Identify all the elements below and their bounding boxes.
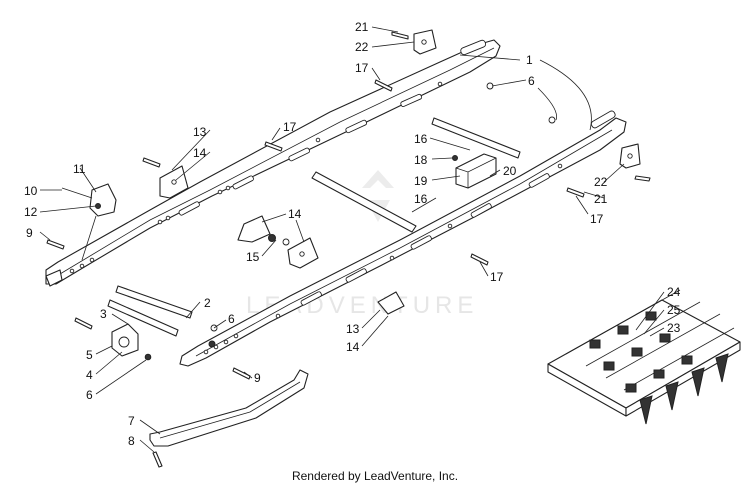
callout-14: 14 xyxy=(288,207,302,221)
callout-labels: 21 22 1 17 6 13 14 17 16 18 19 20 11 10 … xyxy=(24,20,681,448)
bumper-block xyxy=(452,153,497,189)
track-section xyxy=(547,289,741,425)
rail-upper xyxy=(45,39,501,287)
callout-11: 11 xyxy=(73,162,86,176)
watermark: LEADVENTURE xyxy=(246,170,473,319)
slide-rail xyxy=(149,369,309,447)
callout-22: 22 xyxy=(355,40,369,54)
callout-7: 7 xyxy=(128,414,135,428)
rail-lower-slots xyxy=(300,173,550,306)
leader-lines xyxy=(39,26,665,453)
callout-3: 3 xyxy=(100,307,107,321)
callout-21: 21 xyxy=(355,20,369,34)
callout-18: 18 xyxy=(414,153,428,167)
callout-2: 2 xyxy=(204,296,211,310)
callout-12: 12 xyxy=(24,205,38,219)
callout-1: 1 xyxy=(526,53,533,67)
callout-13: 13 xyxy=(193,125,207,139)
footer-credit: Rendered by LeadVenture, Inc. xyxy=(291,469,459,483)
callout-22: 22 xyxy=(594,175,608,189)
callout-17: 17 xyxy=(283,120,297,134)
track-lugs xyxy=(639,353,729,425)
callout-24: 24 xyxy=(667,285,681,299)
rail-lower xyxy=(179,110,627,367)
callout-21: 21 xyxy=(594,192,608,206)
callout-16: 16 xyxy=(414,132,428,146)
spacer-parts xyxy=(111,323,218,361)
callout-15: 15 xyxy=(246,250,260,264)
cross-shafts xyxy=(107,117,521,337)
callout-17: 17 xyxy=(355,61,369,75)
callout-4: 4 xyxy=(86,368,93,382)
callout-6: 6 xyxy=(86,388,93,402)
callout-19: 19 xyxy=(414,174,428,188)
callout-6: 6 xyxy=(228,312,235,326)
callout-6: 6 xyxy=(528,74,535,88)
rail-lower-holes xyxy=(203,163,563,355)
callout-10: 10 xyxy=(24,184,38,198)
callout-23: 23 xyxy=(667,321,681,335)
callout-25: 25 xyxy=(667,303,681,317)
callout-14: 14 xyxy=(193,146,207,160)
end-brackets xyxy=(413,29,641,169)
callout-17: 17 xyxy=(590,212,604,226)
callout-9: 9 xyxy=(26,226,33,240)
bolts xyxy=(46,31,651,468)
callout-14: 14 xyxy=(346,340,360,354)
callout-8: 8 xyxy=(128,434,135,448)
mount-brackets xyxy=(159,165,405,315)
front-bracket xyxy=(61,183,117,217)
callout-16: 16 xyxy=(414,192,428,206)
rail-upper-slots xyxy=(178,93,423,216)
callout-17: 17 xyxy=(490,270,504,284)
callout-20: 20 xyxy=(503,164,517,178)
callout-13: 13 xyxy=(346,322,360,336)
callout-5: 5 xyxy=(86,348,93,362)
track-cleats xyxy=(565,289,735,393)
rail-upper-holes xyxy=(69,81,443,274)
exploded-view-drawing: LEADVENTURE xyxy=(24,20,741,468)
callout-9: 9 xyxy=(254,371,261,385)
watermark-logo-icon xyxy=(362,170,394,222)
